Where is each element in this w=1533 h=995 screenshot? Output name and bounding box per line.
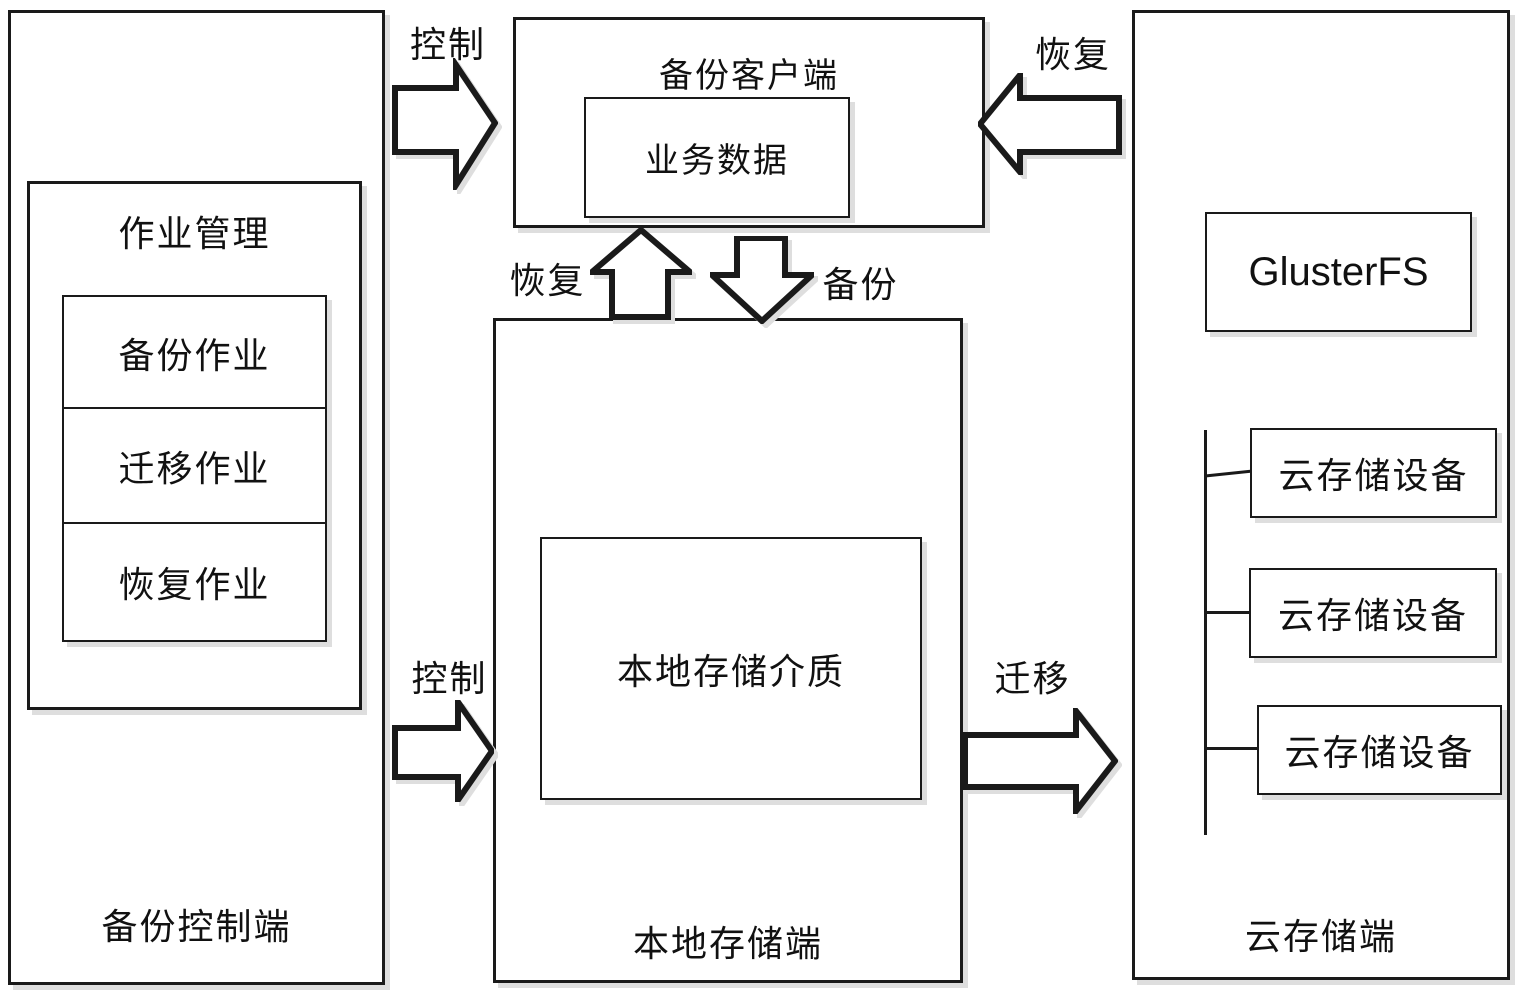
- business-data-label: 业务数据: [645, 142, 789, 180]
- cloud-device-1-label: 云存储设备: [1278, 455, 1469, 496]
- backup-mid-label: 备份: [822, 264, 899, 305]
- migrate-label: 迁移: [994, 658, 1071, 699]
- migrate-arrow-icon: [962, 708, 1118, 814]
- glusterfs-label: GlusterFS: [1248, 249, 1429, 294]
- backup-client-title: 备份客户端: [659, 57, 839, 95]
- control-bottom-label: 控制: [411, 658, 488, 699]
- cloud-connector-3: [1205, 747, 1259, 750]
- restore-mid-arrow-icon: [590, 228, 692, 320]
- job-item-migrate: 迁移作业: [62, 407, 327, 525]
- restore-top-label: 恢复: [1034, 34, 1111, 75]
- restore-top-arrow-icon: [978, 73, 1122, 175]
- control-top-arrow-icon: [392, 58, 498, 190]
- control-bottom-arrow-icon: [392, 700, 494, 802]
- local-storage-label: 本地存储端: [632, 923, 823, 964]
- job-item-restore: 恢复作业: [62, 522, 327, 642]
- cloud-connector-2: [1205, 611, 1251, 614]
- cloud-device-3: 云存储设备: [1257, 705, 1502, 795]
- control-top-label: 控制: [409, 24, 486, 65]
- backup-mid-arrow-icon: [710, 236, 814, 324]
- cloud-device-1: 云存储设备: [1250, 428, 1497, 518]
- cloud-storage-label: 云存储端: [1244, 916, 1397, 957]
- job-item-backup: 备份作业: [62, 295, 327, 410]
- cloud-device-2: 云存储设备: [1249, 568, 1497, 658]
- job-item-migrate-label: 迁移作业: [118, 448, 271, 489]
- cloud-device-2-label: 云存储设备: [1277, 595, 1468, 636]
- job-item-restore-label: 恢复作业: [118, 564, 271, 605]
- job-management-title: 作业管理: [118, 213, 271, 254]
- job-item-backup-label: 备份作业: [118, 334, 271, 376]
- business-data-node: 业务数据: [584, 97, 850, 218]
- glusterfs-node: GlusterFS: [1205, 212, 1472, 332]
- local-medium-label: 本地存储介质: [616, 650, 845, 692]
- restore-mid-label: 恢复: [509, 260, 586, 301]
- backup-control-label: 备份控制端: [101, 906, 292, 947]
- cloud-device-3-label: 云存储设备: [1284, 732, 1475, 773]
- local-medium-node: 本地存储介质: [540, 537, 922, 800]
- cloud-bus-line: [1204, 430, 1207, 835]
